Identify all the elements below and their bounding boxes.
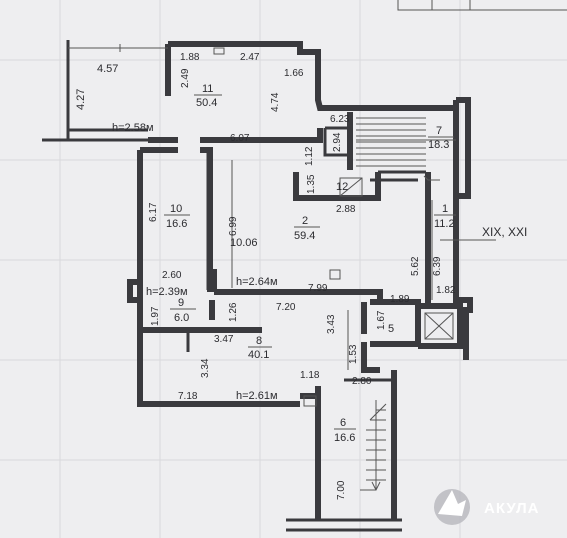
room-labels: 11 50.4 7 18.3 10 16.6 2 59.4 12 1 11.2 … — [164, 83, 456, 444]
brand-name: АКУЛА — [484, 500, 539, 517]
dim-1006: 10.06 — [230, 237, 258, 249]
fixtures — [213, 47, 363, 407]
room-11-num: 11 — [202, 83, 213, 95]
dim-474: 4.74 — [270, 92, 281, 112]
dim-166: 1.66 — [284, 68, 304, 79]
room-8-num: 8 — [256, 335, 262, 347]
dim-334: 3.34 — [200, 358, 211, 378]
room-2-area: 59.4 — [294, 230, 315, 242]
height-label-1: h=2.58м — [112, 122, 154, 134]
dim-118: 1.18 — [300, 370, 320, 381]
dimension-lines — [72, 44, 496, 370]
dim-294: 2.94 — [332, 132, 343, 152]
dim-617: 6.17 — [148, 202, 159, 222]
dim-247: 2.47 — [240, 52, 260, 63]
room-10-area: 16.6 — [166, 218, 187, 230]
room-5-num: 5 — [388, 323, 394, 335]
room-9-area: 6.0 — [174, 312, 189, 324]
dim-347: 3.47 — [214, 334, 234, 345]
dim-197: 1.97 — [150, 306, 161, 326]
dim-718: 7.18 — [178, 391, 198, 402]
dim-135: 1.35 — [306, 174, 317, 194]
dim-343: 3.43 — [326, 314, 337, 334]
dim-562: 5.62 — [410, 256, 421, 276]
dim-280: 2.80 — [352, 376, 372, 387]
dim-189: 1.89 — [390, 294, 410, 305]
dim-623: 6.23 — [330, 114, 350, 125]
walls — [42, 40, 473, 532]
room-1-num: 1 — [442, 203, 448, 215]
dim-182: 1.82 — [436, 285, 456, 296]
dim-153: 1.53 — [348, 344, 359, 364]
stair-6 — [360, 400, 387, 491]
height-label-3: h=2.39м — [146, 286, 188, 298]
shark-icon — [434, 489, 470, 525]
height-label-4: h=2.61м — [236, 390, 278, 402]
room-11-area: 50.4 — [196, 97, 217, 109]
dim-457: 4.57 — [97, 63, 118, 75]
room-7-area: 18.3 — [428, 139, 449, 151]
axis-label: XIX, XXI — [482, 225, 527, 239]
dim-427: 4.27 — [75, 89, 87, 110]
dimension-labels: 4.57 1.88 2.47 1.66 6.23 6.07 2.88 10.06… — [75, 52, 456, 500]
height-labels: h=2.58м h=2.64м h=2.39м h=2.61м — [112, 122, 278, 402]
dim-607: 6.07 — [230, 133, 250, 144]
dim-700: 7.00 — [336, 480, 347, 500]
dim-188: 1.88 — [180, 52, 200, 63]
room-6-area: 16.6 — [334, 432, 355, 444]
dim-720: 7.20 — [276, 302, 296, 313]
room-9-num: 9 — [178, 297, 184, 309]
dim-249: 2.49 — [180, 68, 191, 88]
dim-799: 7.99 — [308, 283, 328, 294]
dim-699: 6.99 — [228, 216, 239, 236]
brand-logo: АКУЛА — [434, 489, 539, 525]
room-6-num: 6 — [340, 417, 346, 429]
room-1-area: 11.2 — [434, 218, 455, 230]
height-label-2: h=2.64м — [236, 276, 278, 288]
top-right-fragment — [397, 0, 567, 11]
dim-126: 1.26 — [228, 302, 239, 322]
dim-260: 2.60 — [162, 270, 182, 281]
room-10-num: 10 — [170, 203, 182, 215]
room-12-num: 12 — [336, 181, 348, 193]
stair-7 — [356, 117, 456, 181]
dim-639: 6.39 — [432, 256, 443, 276]
room-7-num: 7 — [436, 125, 442, 137]
dim-167: 1.67 — [376, 310, 387, 330]
room-8-area: 40.1 — [248, 349, 269, 361]
room-2-num: 2 — [302, 215, 308, 227]
dim-288: 2.88 — [336, 204, 356, 215]
dim-112: 1.12 — [304, 146, 315, 166]
